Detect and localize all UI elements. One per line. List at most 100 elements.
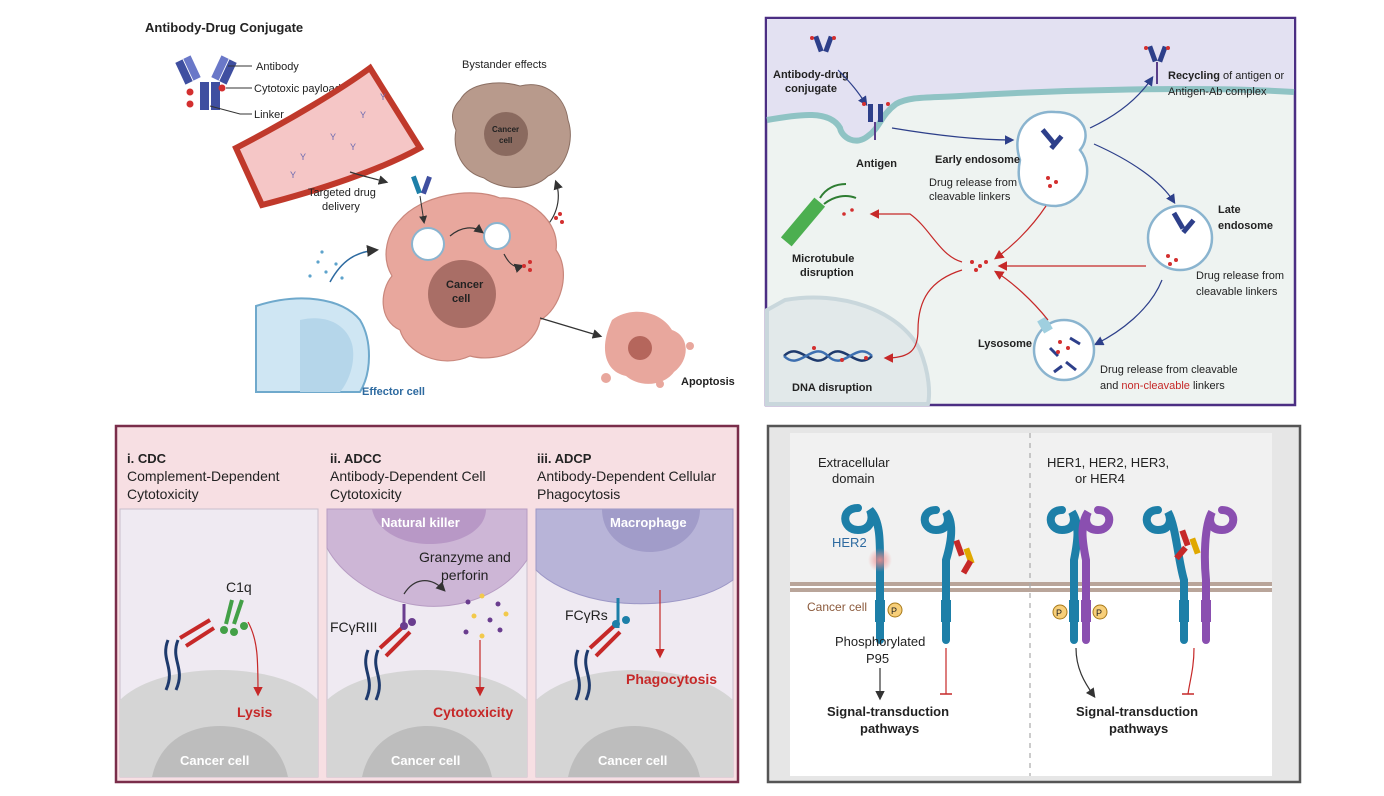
her-dimer-left <box>1046 506 1114 644</box>
cytotoxicity-label: Cytotoxicity <box>433 704 513 720</box>
early-release-label-2: cleavable linkers <box>929 191 1011 203</box>
adcc-line-1: Antibody-Dependent Cell <box>330 468 486 484</box>
her-dimer-antibody <box>1142 506 1238 644</box>
lysosome-label: Lysosome <box>978 338 1032 350</box>
legend-payload-label: Cytotoxic payload <box>254 83 341 95</box>
svg-text:Y: Y <box>290 170 296 180</box>
granzyme-particles <box>463 593 509 639</box>
granzyme-label-1: Granzyme and <box>419 549 511 565</box>
signal-right-label-1: Signal-transduction <box>1076 704 1198 719</box>
blood-vessel <box>232 63 425 209</box>
main-cell-label-2: cell <box>452 293 470 305</box>
adcp-header: iii. ADCP <box>537 451 592 466</box>
adcp-line-2: Phagocytosis <box>537 486 620 502</box>
phosphorylated-label-2: P95 <box>866 651 889 666</box>
main-cell-label-1: Cancer <box>446 279 484 291</box>
adcc-header: ii. ADCC <box>330 451 382 466</box>
lysis-label: Lysis <box>237 704 272 720</box>
c1q-icon <box>220 599 248 636</box>
lyso-release-label-2: and non-cleavable linkers <box>1100 380 1225 392</box>
recycled-complex-icon <box>1144 45 1170 84</box>
antigen-label: Antigen <box>856 158 897 170</box>
bystander-label: Bystander effects <box>462 59 547 71</box>
lyso-release-and: and <box>1100 380 1121 392</box>
svg-text:Y: Y <box>350 142 356 152</box>
adc-icon-top <box>810 35 836 53</box>
adcc-antibody-receptor <box>364 604 416 701</box>
panel-a-title: Antibody-Drug Conjugate <box>145 20 303 35</box>
adcp-cancer-cell-label: Cancer cell <box>598 753 667 768</box>
svg-text:Y: Y <box>360 110 366 120</box>
phosphate-icon-1 <box>887 602 903 618</box>
her2-receptor-antibody <box>920 506 975 644</box>
early-endosome-label: Early endosome <box>935 154 1020 166</box>
cell-membrane <box>766 86 1295 144</box>
extracellular-label-1: Extracellular <box>818 455 890 470</box>
early-endosome <box>1016 110 1089 208</box>
cdc-header: i. CDC <box>127 451 167 466</box>
membrane-outer <box>790 582 1272 586</box>
macrophage-label: Macrophage <box>610 515 687 530</box>
natural-killer-label: Natural killer <box>381 515 460 530</box>
cancer-cell-label: Cancer cell <box>807 600 867 614</box>
phosphorylated-label-1: Phosphorylated <box>835 634 925 649</box>
adc-icon-entering <box>411 175 432 195</box>
extracellular-label-2: domain <box>832 471 875 486</box>
endosome-a2 <box>483 222 511 250</box>
recycling-rest: of antigen or <box>1220 70 1285 82</box>
phosphate-icon-3 <box>1092 604 1108 620</box>
phosphate-label-3: P <box>1096 608 1102 618</box>
lyso-release-label-1: Drug release from cleavable <box>1100 364 1238 376</box>
adcp-line-1: Antibody-Dependent Cellular <box>537 468 716 484</box>
microtubule-label-2: disruption <box>800 267 854 279</box>
fcgrs-label: FCγRs <box>565 607 608 623</box>
membrane-inner <box>790 588 1272 592</box>
adc-label-1: Antibody-drug <box>773 69 849 81</box>
fcgriii-label: FCγRIII <box>330 619 377 635</box>
phagocytosis-label: Phagocytosis <box>626 671 717 687</box>
endosome-a1 <box>411 227 445 261</box>
panel-immune-effector: i. CDC Complement-Dependent Cytotoxicity… <box>114 424 740 784</box>
bystander-cell-label-2: cell <box>499 136 512 145</box>
cdc-antibody-receptor <box>164 618 216 691</box>
panel-adc-overview: Antibody-Drug Conjugate Antibody Cytotox… <box>145 20 735 398</box>
microtubule-label-1: Microtubule <box>792 253 854 265</box>
panel-adc-internalization: Antibody-drug conjugate Antigen Early en… <box>764 16 1297 407</box>
her-family-label-2: or HER4 <box>1075 471 1125 486</box>
granzyme-label-2: perforin <box>441 567 488 583</box>
c1q-label: C1q <box>226 579 252 595</box>
her2-label: HER2 <box>832 535 867 550</box>
recycling-bold: Recycling <box>1168 70 1220 82</box>
svg-text:Y: Y <box>330 132 336 142</box>
nucleus-region <box>765 295 931 406</box>
dna-label: DNA disruption <box>792 382 873 394</box>
antibody-legend-icon <box>175 55 237 110</box>
adcc-line-2: Cytotoxicity <box>330 486 402 502</box>
adcc-cancer-cell-label: Cancer cell <box>391 753 460 768</box>
apoptosis-label: Apoptosis <box>681 376 735 388</box>
late-release-label-1: Drug release from <box>1196 270 1284 282</box>
phosphate-label-2: P <box>1056 608 1062 618</box>
late-endosome <box>1146 204 1214 272</box>
effector-cell-label: Effector cell <box>362 386 425 398</box>
bystander-cell-label-1: Cancer <box>492 125 519 134</box>
signal-right-label-2: pathways <box>1109 721 1168 736</box>
lyso-release-noncleavable: non-cleavable <box>1121 380 1190 392</box>
late-endosome-label-2: endosome <box>1218 220 1273 232</box>
lyso-release-linkers: linkers <box>1190 380 1225 392</box>
cdc-line-1: Complement-Dependent <box>127 468 280 484</box>
legend-linker-label: Linker <box>254 109 284 121</box>
adc-bound-antigen-icon <box>862 102 890 140</box>
recycling-label-1: Recycling of antigen or <box>1168 70 1285 82</box>
lysosome <box>1032 318 1096 382</box>
dna-icon <box>783 346 873 362</box>
early-release-label-1: Drug release from <box>929 177 1017 189</box>
main-cell-nucleus <box>428 260 496 328</box>
her-family-label-1: HER1, HER2, HER3, <box>1047 455 1169 470</box>
targeted-delivery-label-1: Targeted drug <box>308 187 376 199</box>
signal-left-label-1: Signal-transduction <box>827 704 949 719</box>
recycling-label-2: Antigen-Ab complex <box>1168 86 1267 98</box>
microtubule-icon <box>780 183 857 247</box>
adcp-antibody-receptor <box>574 598 630 701</box>
